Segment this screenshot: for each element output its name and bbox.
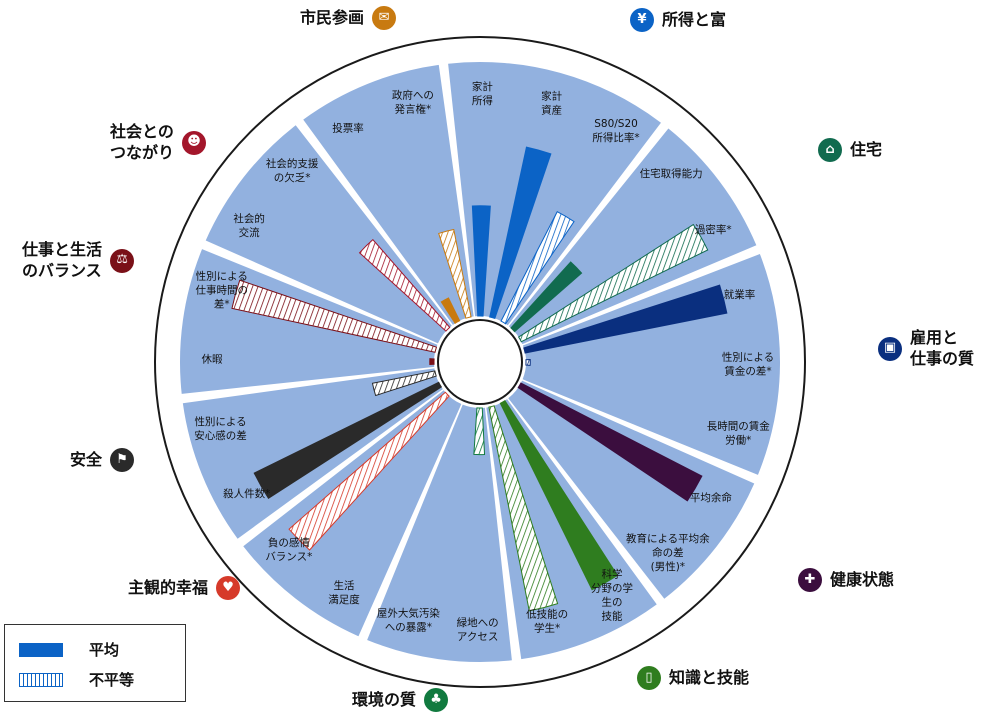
indicator-label: 性別による仕事時間の差* (195, 269, 248, 310)
ballot-icon: ✉ (372, 6, 397, 30)
indicator-label: 科学分野の学生の技能 (591, 567, 633, 622)
dimension-jobs: ▣ 雇用と 仕事の質 (878, 328, 974, 370)
dimension-wellbeing: 主観的幸福 ♥ (128, 576, 241, 600)
bar-avg-17 (253, 381, 443, 500)
bar-ineq-12 (488, 405, 559, 612)
dimension-worklife: 仕事と生活 のバランス ⚖ (22, 240, 135, 282)
dimension-civic: 市民参画 ✉ (300, 6, 397, 30)
briefcase-icon: ▣ (878, 336, 902, 361)
runner-icon: ⚑ (110, 448, 135, 472)
segment-7 (243, 390, 462, 637)
dimension-education: ▯ 知識と技能 (637, 666, 749, 690)
dimension-label: 所得と富 (662, 9, 727, 29)
dimension-health: ✚ 健康状態 (798, 568, 894, 592)
indicator-label: 社会的支援の欠乏* (266, 157, 319, 184)
indicator-label: 低技能の学生* (526, 607, 568, 634)
legend-swatch-hatched (19, 672, 63, 687)
people-icon: ☻ (182, 130, 207, 155)
bars-layer (231, 146, 728, 612)
indicator-label: 殺人件数* (223, 487, 270, 500)
indicator-label: 家計所得 (472, 80, 493, 107)
legend-item-inequality: 不平等 (19, 669, 134, 690)
bar-ineq-16 (288, 391, 450, 551)
legend-swatch-solid (19, 642, 63, 657)
dimension-label: 雇用と 仕事の質 (910, 328, 975, 368)
dimension-income: ¥ 所得と富 (630, 8, 726, 32)
legend-item-average: 平均 (19, 639, 119, 660)
bar-ineq-7 (525, 359, 531, 366)
dimension-label: 主観的幸福 (128, 577, 209, 597)
bar-ineq-24 (438, 228, 472, 319)
tree-icon: ♣ (424, 688, 449, 712)
indicator-label: 就業率 (724, 288, 756, 301)
money-icon: ¥ (630, 8, 654, 32)
bar-avg-11 (499, 399, 619, 591)
bar-ineq-20 (231, 279, 438, 353)
scales-icon: ⚖ (110, 248, 135, 273)
segment-1 (448, 62, 661, 326)
indicator-label: 平均余命 (690, 491, 732, 504)
bar-avg-2 (489, 146, 552, 320)
segment-11 (303, 64, 474, 325)
bar-ineq-13 (473, 407, 486, 456)
bar-ineq-22 (358, 238, 451, 332)
dimension-label: 健康状態 (830, 569, 895, 589)
dimension-environment: 環境の質 ♣ (352, 688, 449, 712)
heart-icon: ♥ (216, 576, 241, 600)
indicator-label: 政府への発言権* (392, 89, 434, 116)
segment-2 (508, 128, 757, 345)
dimension-safety: 安全 ⚑ (70, 448, 135, 472)
indicator-label: 性別による賃金の差* (722, 350, 774, 377)
dimension-label: 市民参画 (300, 7, 365, 27)
indicator-label: 投票率 (332, 122, 364, 135)
bar-avg-4 (510, 261, 583, 333)
indicator-label: 性別による安心感の差 (194, 415, 247, 442)
dimension-label: 知識と技能 (669, 667, 750, 687)
cross-icon: ✚ (798, 568, 822, 592)
legend-label: 不平等 (89, 671, 135, 689)
indicator-label: 家計資産 (541, 90, 562, 117)
bar-avg-23 (440, 297, 461, 325)
bar-ineq-3 (500, 211, 575, 325)
outer-ring (154, 36, 806, 688)
legend-label: 平均 (89, 641, 120, 659)
segment-6 (367, 404, 512, 663)
indicator-label: 住宅取得能力 (640, 167, 703, 180)
indicator-label: 緑地へのアクセス (457, 616, 499, 643)
bar-avg-9 (517, 382, 703, 502)
dimension-housing: ⌂ 住宅 (818, 138, 882, 162)
bar-avg-6 (523, 284, 728, 354)
dimension-label: 安全 (70, 449, 103, 469)
book-icon: ▯ (637, 666, 661, 690)
indicator-label: 過密率* (695, 223, 732, 236)
indicator-label: 社会的交流 (233, 212, 265, 239)
dimension-label: 環境の質 (352, 689, 417, 709)
segment-4 (508, 380, 755, 599)
indicator-label: 生活満足度 (328, 579, 360, 606)
segment-10 (205, 125, 452, 344)
center-hub (437, 319, 523, 405)
house-icon: ⌂ (818, 138, 842, 162)
dimension-label: 住宅 (850, 139, 883, 159)
bar-avg-19 (429, 358, 435, 365)
dimension-label: 社会との つながり (110, 122, 175, 162)
indicator-label: 長時間の賃金労働* (707, 420, 770, 447)
indicator-label: 負の感情バランス* (265, 536, 312, 563)
indicator-label: 教育による平均余命の差(男性)* (626, 532, 710, 573)
bar-ineq-5 (517, 223, 709, 343)
bar-ineq-18 (371, 370, 437, 397)
indicator-label: 屋外大気汚染への暴露* (377, 606, 440, 633)
indicator-label: 休暇 (202, 354, 223, 366)
dimension-label: 仕事と生活 のバランス (22, 240, 103, 280)
legend: 平均 不平等 (4, 624, 186, 702)
dimension-social: 社会との つながり ☻ (110, 122, 207, 164)
bar-avg-1 (471, 205, 491, 317)
